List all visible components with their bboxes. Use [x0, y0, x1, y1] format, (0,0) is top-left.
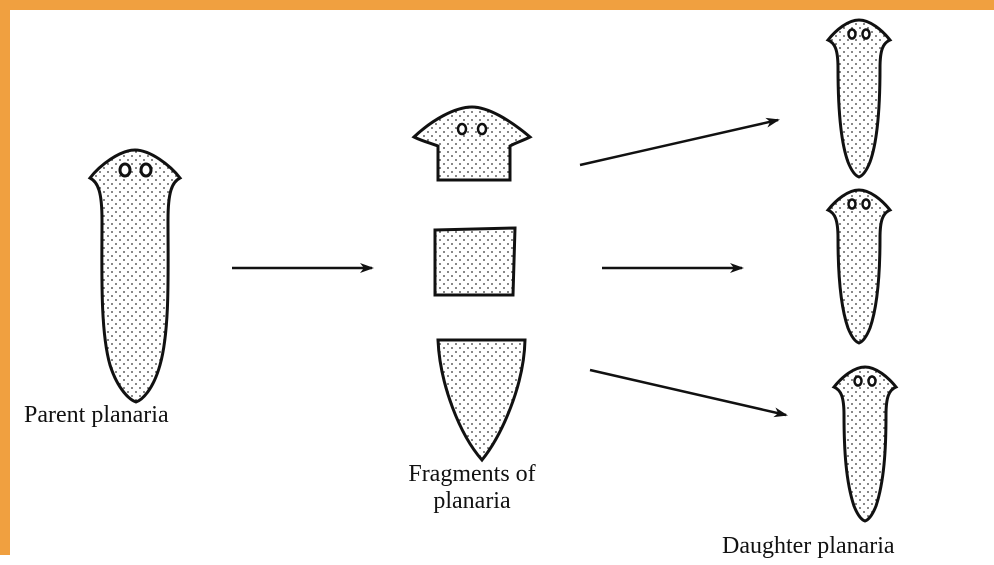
parent-planaria-label: Parent planaria: [24, 402, 169, 429]
daughter-planaria-middle: [828, 190, 890, 343]
arrow-tail-to-daughter: [590, 370, 786, 415]
fragments-label-line2: planaria: [372, 488, 572, 515]
fragments-label: Fragments of planaria: [372, 461, 572, 515]
fragment-middle: [435, 228, 515, 295]
arrow-head-to-daughter: [580, 120, 778, 165]
fragment-head: [414, 107, 530, 180]
fragments-label-line1: Fragments of: [372, 461, 572, 488]
fragment-tail: [438, 340, 525, 460]
daughter-planaria-bottom: [834, 367, 896, 521]
daughter-planaria-label: Daughter planaria: [722, 533, 895, 560]
daughter-planaria-top: [828, 20, 890, 177]
parent-planaria: [90, 150, 180, 402]
